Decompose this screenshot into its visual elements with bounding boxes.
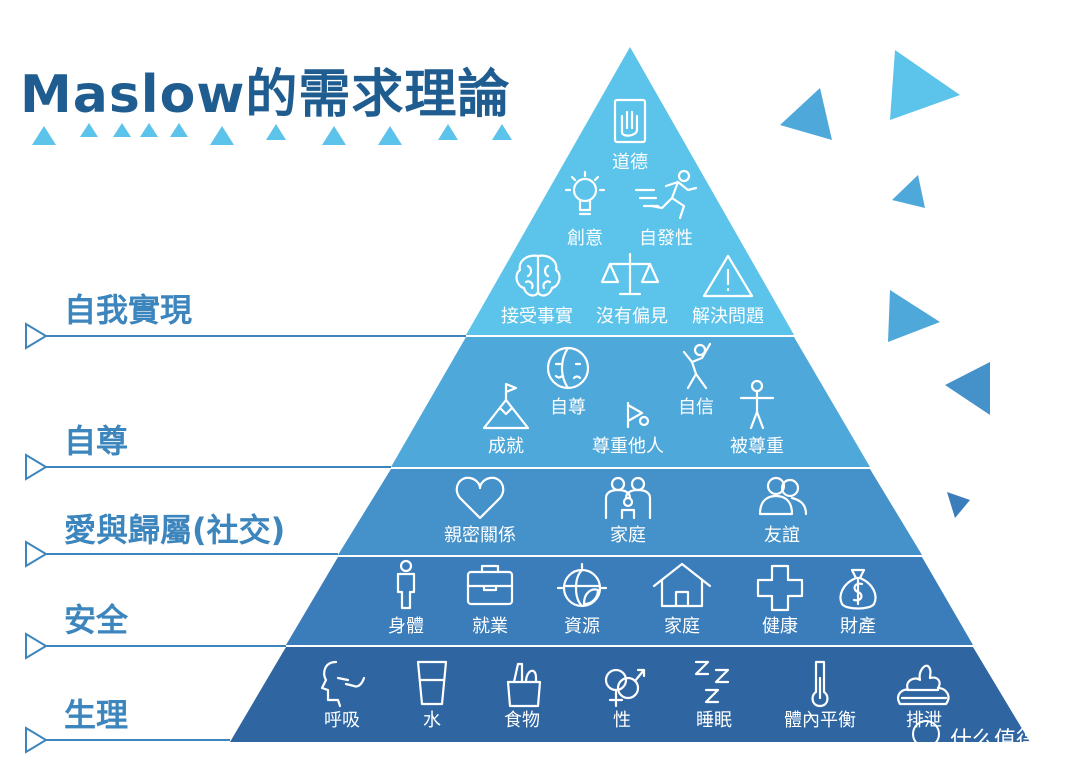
watermark-logo-icon	[912, 720, 940, 748]
tier5-item-label: 睡眠	[696, 710, 732, 731]
side-decoration-triangles	[780, 50, 990, 518]
respect-icon	[626, 401, 650, 429]
warning-icon	[702, 254, 754, 298]
level-connectors	[25, 322, 466, 754]
briefcase-icon	[466, 564, 514, 606]
raised-arms-icon	[739, 379, 775, 430]
family-icon	[604, 476, 652, 520]
tier3-item-label: 親密關係	[444, 525, 516, 546]
tier1-item-label: 接受事實	[501, 306, 573, 327]
level-label-love-belonging: 愛與歸屬(社交)	[64, 511, 286, 549]
faces-icon	[546, 346, 590, 390]
tier5-item-label: 呼吸	[324, 710, 360, 731]
tier4-item-label: 財產	[840, 616, 876, 637]
tier2-item-label: 被尊重	[730, 436, 784, 457]
tier-physiological	[230, 647, 1030, 742]
money-bag-icon	[839, 568, 877, 610]
tier4-item-label: 身體	[388, 616, 424, 637]
tier1-item-label: 道德	[612, 152, 648, 173]
running-person-icon	[634, 169, 698, 220]
breathing-face-icon	[320, 660, 366, 708]
confident-person-icon	[682, 342, 712, 390]
tier1-item-label: 創意	[567, 228, 603, 249]
tier4-item-label: 資源	[564, 616, 600, 637]
mountain-flag-icon	[482, 382, 530, 430]
tier2-item-label: 自信	[678, 397, 714, 418]
level-label-esteem: 自尊	[64, 422, 129, 460]
grocery-bag-icon	[506, 662, 542, 708]
tier4-item-label: 家庭	[664, 616, 700, 637]
tier-esteem	[391, 337, 870, 467]
page-title: Maslow的需求理論	[20, 65, 511, 125]
medical-cross-icon	[756, 564, 804, 612]
tier2-item-label: 尊重他人	[592, 436, 664, 457]
watermark: 什么值得买	[950, 728, 1061, 753]
thermometer-icon	[811, 660, 829, 708]
person-icon	[396, 559, 416, 610]
tier1-item-label: 沒有偏見	[596, 306, 668, 327]
item-labels: 道德 創意 自發性 接受事實 沒有偏見 解決問題 自尊 自信 成就 尊重他人 被…	[324, 152, 942, 731]
tier5-item-label: 性	[613, 710, 631, 731]
globe-leaf-icon	[556, 562, 608, 608]
tier-love-belonging	[338, 469, 922, 555]
tier5-item-label: 體內平衡	[784, 710, 856, 731]
tier2-item-label: 成就	[488, 436, 524, 457]
poop-icon	[897, 664, 950, 706]
scales-icon	[600, 252, 660, 296]
level-label-physiological: 生理	[64, 696, 129, 734]
tier2-item-label: 自尊	[550, 397, 586, 418]
lightbulb-icon	[564, 170, 606, 216]
hand-document-icon	[613, 98, 647, 144]
tier4-item-label: 就業	[472, 616, 508, 637]
tier3-item-label: 家庭	[610, 525, 646, 546]
friends-icon	[758, 476, 808, 516]
gender-symbols-icon	[604, 668, 646, 708]
title-decoration-triangles	[32, 123, 512, 145]
tier5-item-label: 食物	[504, 710, 540, 731]
level-label-self-actualization: 自我實現	[64, 291, 193, 329]
house-icon	[652, 562, 712, 608]
tier3-item-label: 友誼	[764, 525, 800, 546]
water-glass-icon	[416, 660, 448, 706]
heart-icon	[455, 476, 505, 520]
brain-icon	[515, 254, 561, 297]
tier1-item-label: 自發性	[639, 228, 693, 249]
tier4-item-label: 健康	[762, 616, 798, 637]
level-label-safety: 安全	[64, 601, 129, 639]
sleep-zzz-icon	[694, 660, 730, 704]
tier-self-actualization	[466, 47, 794, 335]
tier5-item-label: 水	[423, 710, 441, 731]
tier1-item-label: 解決問題	[692, 306, 764, 327]
